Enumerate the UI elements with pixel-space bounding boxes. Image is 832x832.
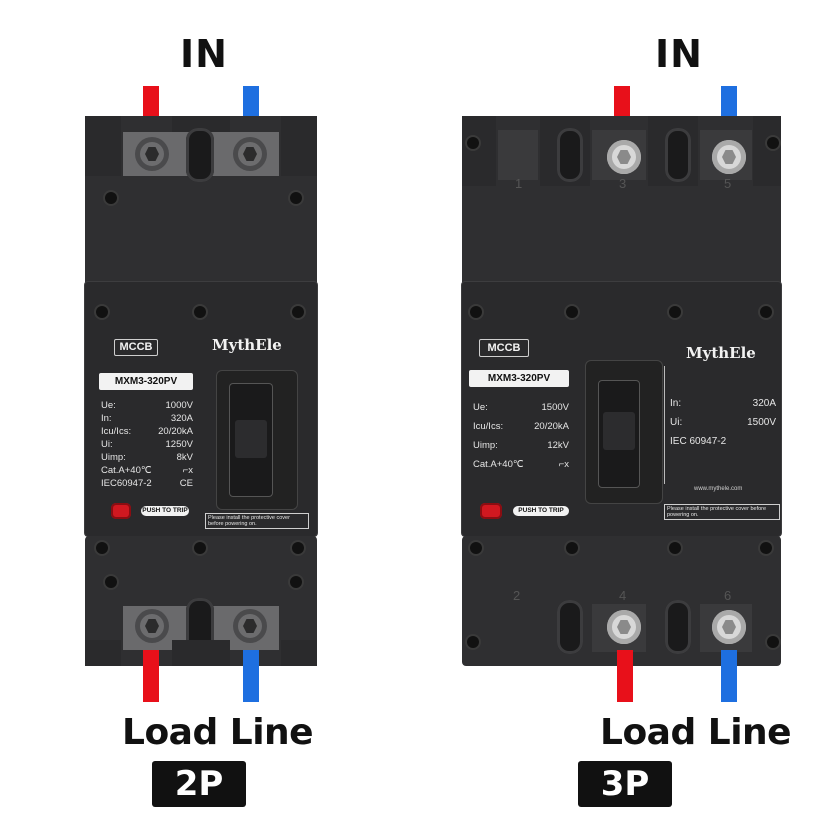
warning-notice: Please install the protective cover befo… (664, 504, 780, 520)
mccb-label: MCCB (114, 339, 158, 356)
terminal-number: 3 (619, 176, 627, 191)
brand-logo: MythEle (686, 344, 756, 362)
right-spec-list: In:320A Ui:1500V IEC 60947-2 (670, 398, 776, 447)
spec-list: Ue:1500V Icu/Ics:20/20kA Uimp:12kV Cat.A… (473, 398, 569, 474)
terminal-slot (557, 128, 583, 182)
screw-icon (292, 306, 304, 318)
terminal-number: 2 (513, 588, 521, 603)
screw-icon (194, 306, 206, 318)
hex-bolt-icon (712, 610, 746, 644)
screw-icon (566, 542, 578, 554)
trip-button[interactable] (480, 503, 502, 519)
screw-icon (96, 542, 108, 554)
pole-badge-2p: 2P (152, 761, 246, 807)
hex-bolt-icon (135, 609, 169, 643)
trip-button[interactable] (111, 503, 131, 519)
screw-icon (290, 576, 302, 588)
hex-bolt-icon (607, 140, 641, 174)
mccb-label: MCCB (479, 339, 529, 357)
model-label: MXM3-320PV (469, 370, 569, 387)
model-label: MXM3-320PV (99, 373, 193, 390)
in-label-right: IN (655, 32, 703, 76)
screw-icon (760, 542, 772, 554)
screw-icon (105, 576, 117, 588)
brand-logo: MythEle (212, 336, 282, 354)
terminal-slot (665, 128, 691, 182)
screw-icon (467, 137, 479, 149)
hex-bolt-icon (712, 140, 746, 174)
screw-icon (767, 137, 779, 149)
screw-icon (290, 192, 302, 204)
hex-bolt-icon (607, 610, 641, 644)
blue-output-wire (721, 650, 737, 702)
screw-icon (194, 542, 206, 554)
terminal-number: 6 (724, 588, 732, 603)
screw-icon (669, 306, 681, 318)
screw-icon (96, 306, 108, 318)
website-text: www.mythele.com (694, 486, 743, 492)
screw-icon (767, 636, 779, 648)
screw-icon (292, 542, 304, 554)
terminal-slot (186, 128, 214, 182)
pole-badge-3p: 3P (578, 761, 672, 807)
push-to-trip-label: PUSH TO TRIP (513, 506, 569, 516)
push-to-trip-label: PUSH TO TRIP (141, 506, 189, 516)
screw-icon (105, 192, 117, 204)
screw-icon (470, 542, 482, 554)
hex-bolt-icon (135, 137, 169, 171)
hex-bolt-icon (233, 609, 267, 643)
screw-icon (760, 306, 772, 318)
spec-list: Ue:1000V In:320A Icu/Ics:20/20kA Ui:1250… (101, 400, 193, 489)
screw-icon (566, 306, 578, 318)
red-output-wire (143, 650, 159, 702)
terminal-slot (557, 600, 583, 654)
terminal-number: 1 (515, 176, 523, 191)
ce-mark: CE (179, 478, 193, 489)
warning-notice: Please install the protective cover befo… (205, 513, 309, 529)
hex-bolt-icon (233, 137, 267, 171)
terminal-number: 5 (724, 176, 732, 191)
red-output-wire (617, 650, 633, 702)
screw-icon (467, 636, 479, 648)
screw-icon (470, 306, 482, 318)
in-label-left: IN (180, 32, 228, 76)
terminal-slot (665, 600, 691, 654)
terminal-number: 4 (619, 588, 627, 603)
breaker-symbol-icon: ⌐x (182, 465, 193, 476)
load-line-label-right: Load Line (600, 712, 792, 753)
blue-output-wire (243, 650, 259, 702)
screw-icon (669, 542, 681, 554)
load-line-label-left: Load Line (122, 712, 314, 753)
breaker-symbol-icon: ⌐x (558, 459, 569, 470)
